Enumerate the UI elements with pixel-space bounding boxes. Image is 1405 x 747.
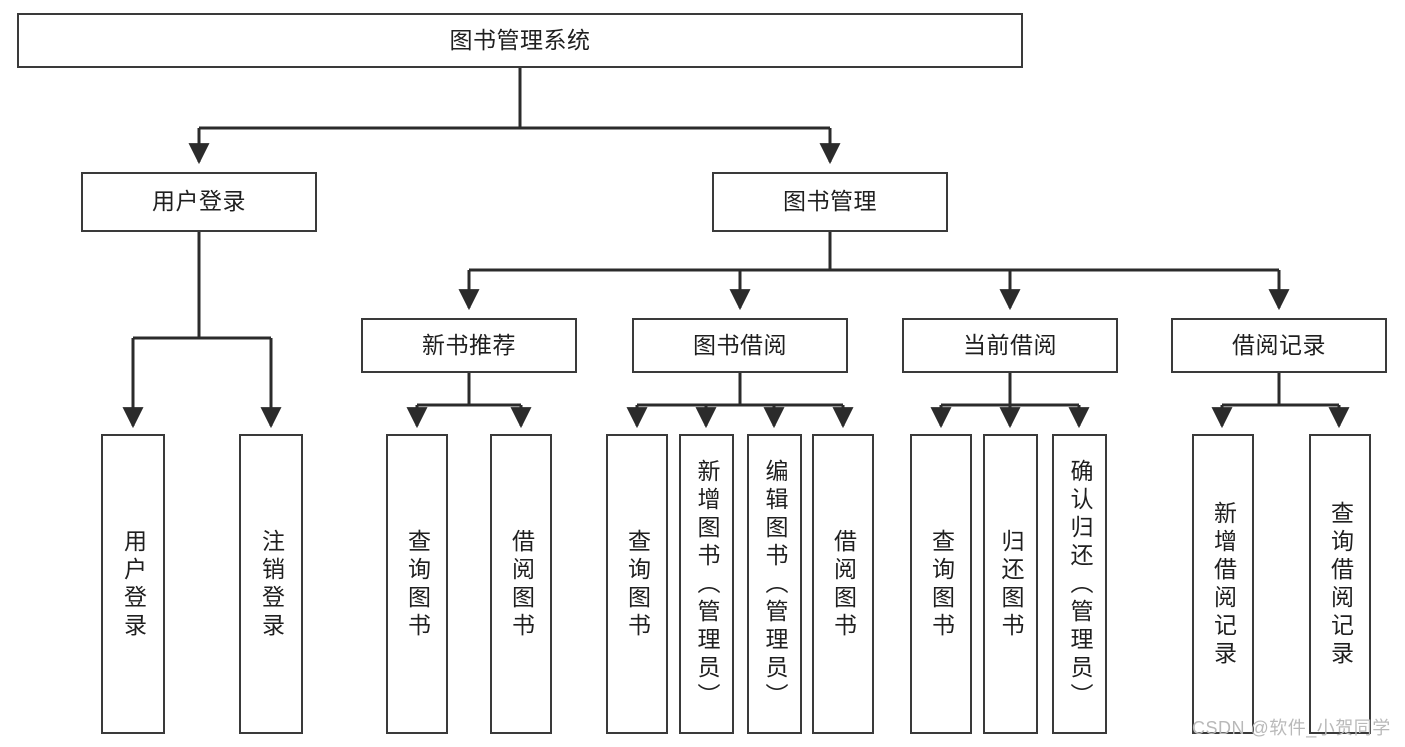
node-leaf-cur-query[interactable]: 查询图书 [910,434,972,734]
node-leaf-record-add-label: 新增借阅记录 [1210,501,1237,669]
node-root-label: 图书管理系统 [449,26,591,53]
node-book-borrow[interactable]: 图书借阅 [632,318,848,373]
node-new-book-rec-label: 新书推荐 [422,331,516,358]
node-leaf-user-login[interactable]: 用户登录 [101,434,165,734]
node-leaf-user-logout[interactable]: 注销登录 [239,434,303,734]
node-leaf-borrow-edit-label: 编辑图书（管理员） [762,459,788,711]
node-book-manage[interactable]: 图书管理 [712,172,948,232]
node-borrow-record[interactable]: 借阅记录 [1171,318,1387,373]
node-leaf-borrow-query-label: 查询图书 [624,529,651,641]
watermark: CSDN @软件_小贺同学 [1192,718,1391,738]
node-leaf-borrow-add[interactable]: 新增图书（管理员） [679,434,734,734]
node-leaf-borrow-query[interactable]: 查询图书 [606,434,668,734]
node-user-login-label: 用户登录 [152,188,246,215]
node-book-manage-label: 图书管理 [783,188,877,215]
node-user-login[interactable]: 用户登录 [81,172,317,232]
node-new-book-rec[interactable]: 新书推荐 [361,318,577,373]
node-borrow-record-label: 借阅记录 [1232,331,1326,358]
node-leaf-record-add[interactable]: 新增借阅记录 [1192,434,1254,734]
node-leaf-borrow-lend-label: 借阅图书 [830,529,857,641]
node-book-borrow-label: 图书借阅 [693,331,787,358]
node-leaf-record-query[interactable]: 查询借阅记录 [1309,434,1371,734]
node-root[interactable]: 图书管理系统 [17,13,1023,68]
node-leaf-cur-confirm-label: 确认归还（管理员） [1067,459,1093,711]
node-leaf-rec-borrow-label: 借阅图书 [508,529,535,641]
node-leaf-record-query-label: 查询借阅记录 [1327,501,1354,669]
node-leaf-cur-confirm[interactable]: 确认归还（管理员） [1052,434,1107,734]
node-leaf-user-login-label: 用户登录 [120,529,147,641]
node-leaf-rec-borrow[interactable]: 借阅图书 [490,434,552,734]
node-leaf-borrow-add-label: 新增图书（管理员） [694,459,720,711]
node-current-borrow-label: 当前借阅 [963,331,1057,358]
node-leaf-borrow-lend[interactable]: 借阅图书 [812,434,874,734]
node-leaf-cur-query-label: 查询图书 [928,529,955,641]
node-leaf-borrow-edit[interactable]: 编辑图书（管理员） [747,434,802,734]
node-leaf-rec-query-label: 查询图书 [404,529,431,641]
node-current-borrow[interactable]: 当前借阅 [902,318,1118,373]
node-leaf-cur-return-label: 归还图书 [998,529,1024,641]
node-leaf-rec-query[interactable]: 查询图书 [386,434,448,734]
node-leaf-user-logout-label: 注销登录 [258,529,285,641]
node-leaf-cur-return[interactable]: 归还图书 [983,434,1038,734]
